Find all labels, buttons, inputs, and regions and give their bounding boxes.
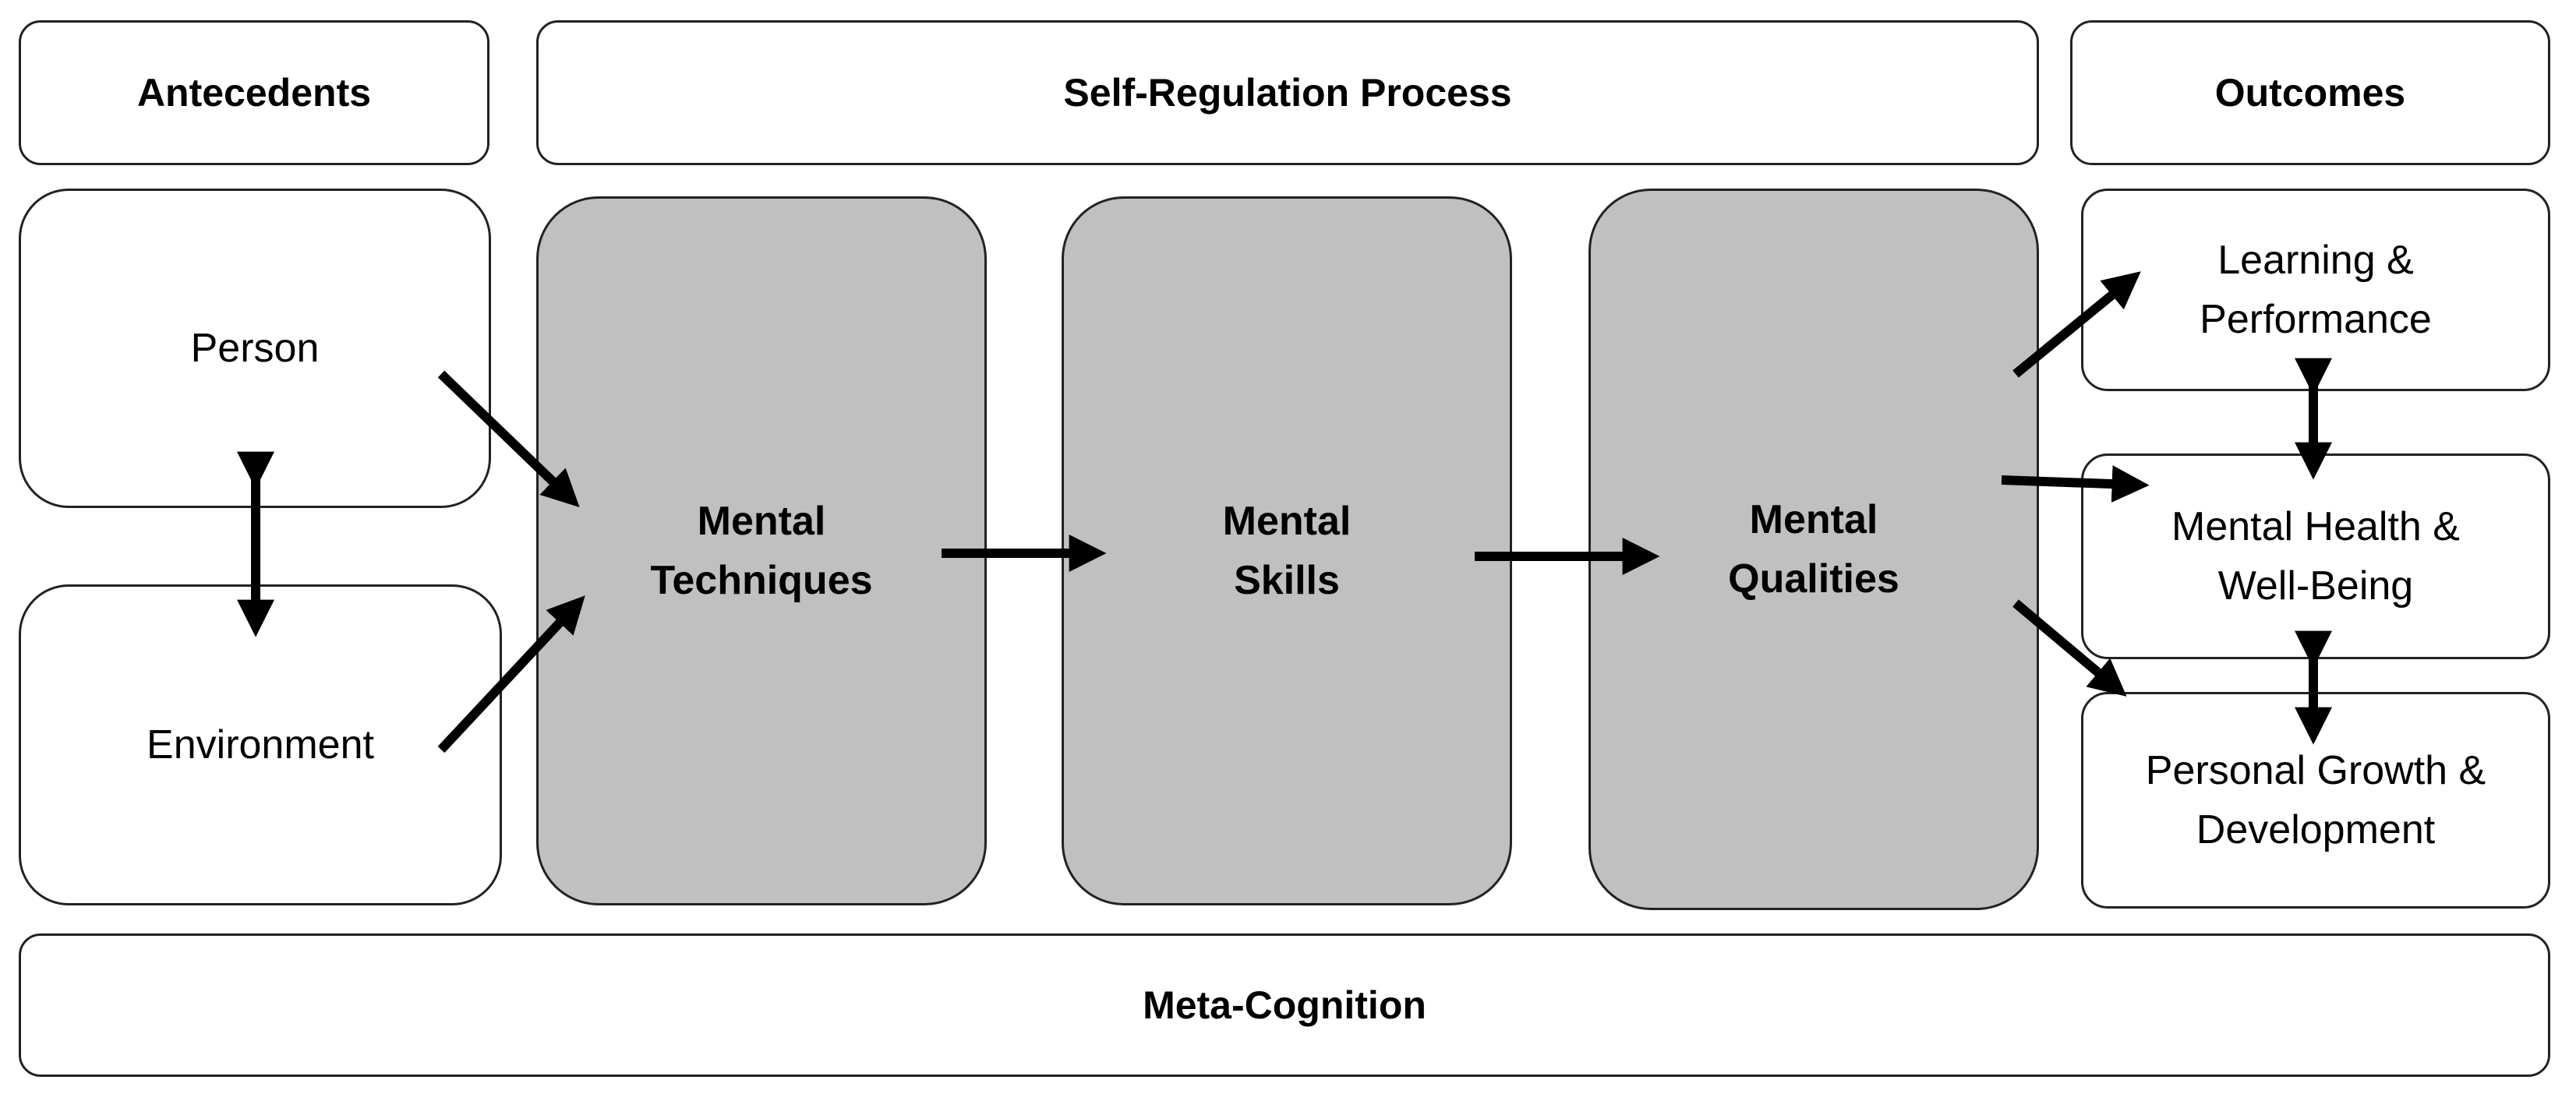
mental-qualities-label: Mental Qualities xyxy=(1728,497,1899,602)
environment-box: Environment xyxy=(19,584,502,905)
mental-skills-label: Mental Skills xyxy=(1222,499,1352,603)
header-outcomes: Outcomes xyxy=(2070,20,2550,165)
mental-health-wellbeing-label: Mental Health & Well-Being xyxy=(2171,504,2460,609)
mental-health-wellbeing-box: Mental Health & Well-Being xyxy=(2081,453,2550,659)
header-outcomes-label: Outcomes xyxy=(2214,71,2406,115)
header-process-label: Self-Regulation Process xyxy=(1063,71,1512,115)
mental-skills-box: Mental Skills xyxy=(1062,196,1512,905)
personal-growth-development-label: Personal Growth & Development xyxy=(2145,748,2486,852)
person-box: Person xyxy=(19,189,491,508)
mental-techniques-box: Mental Techniques xyxy=(536,196,987,905)
person-label: Person xyxy=(190,326,320,371)
header-antecedents-label: Antecedents xyxy=(136,71,372,115)
mental-qualities-box: Mental Qualities xyxy=(1588,189,2039,910)
header-self-regulation-process: Self-Regulation Process xyxy=(536,20,2039,165)
environment-label: Environment xyxy=(147,722,374,768)
learning-performance-box: Learning & Performance xyxy=(2081,189,2550,391)
meta-cognition-label: Meta-Cognition xyxy=(1143,983,1426,1027)
learning-performance-label: Learning & Performance xyxy=(2200,238,2432,342)
personal-growth-development-box: Personal Growth & Development xyxy=(2081,692,2550,909)
header-antecedents: Antecedents xyxy=(19,20,489,165)
meta-cognition-box: Meta-Cognition xyxy=(19,933,2550,1077)
mental-techniques-label: Mental Techniques xyxy=(650,499,873,603)
